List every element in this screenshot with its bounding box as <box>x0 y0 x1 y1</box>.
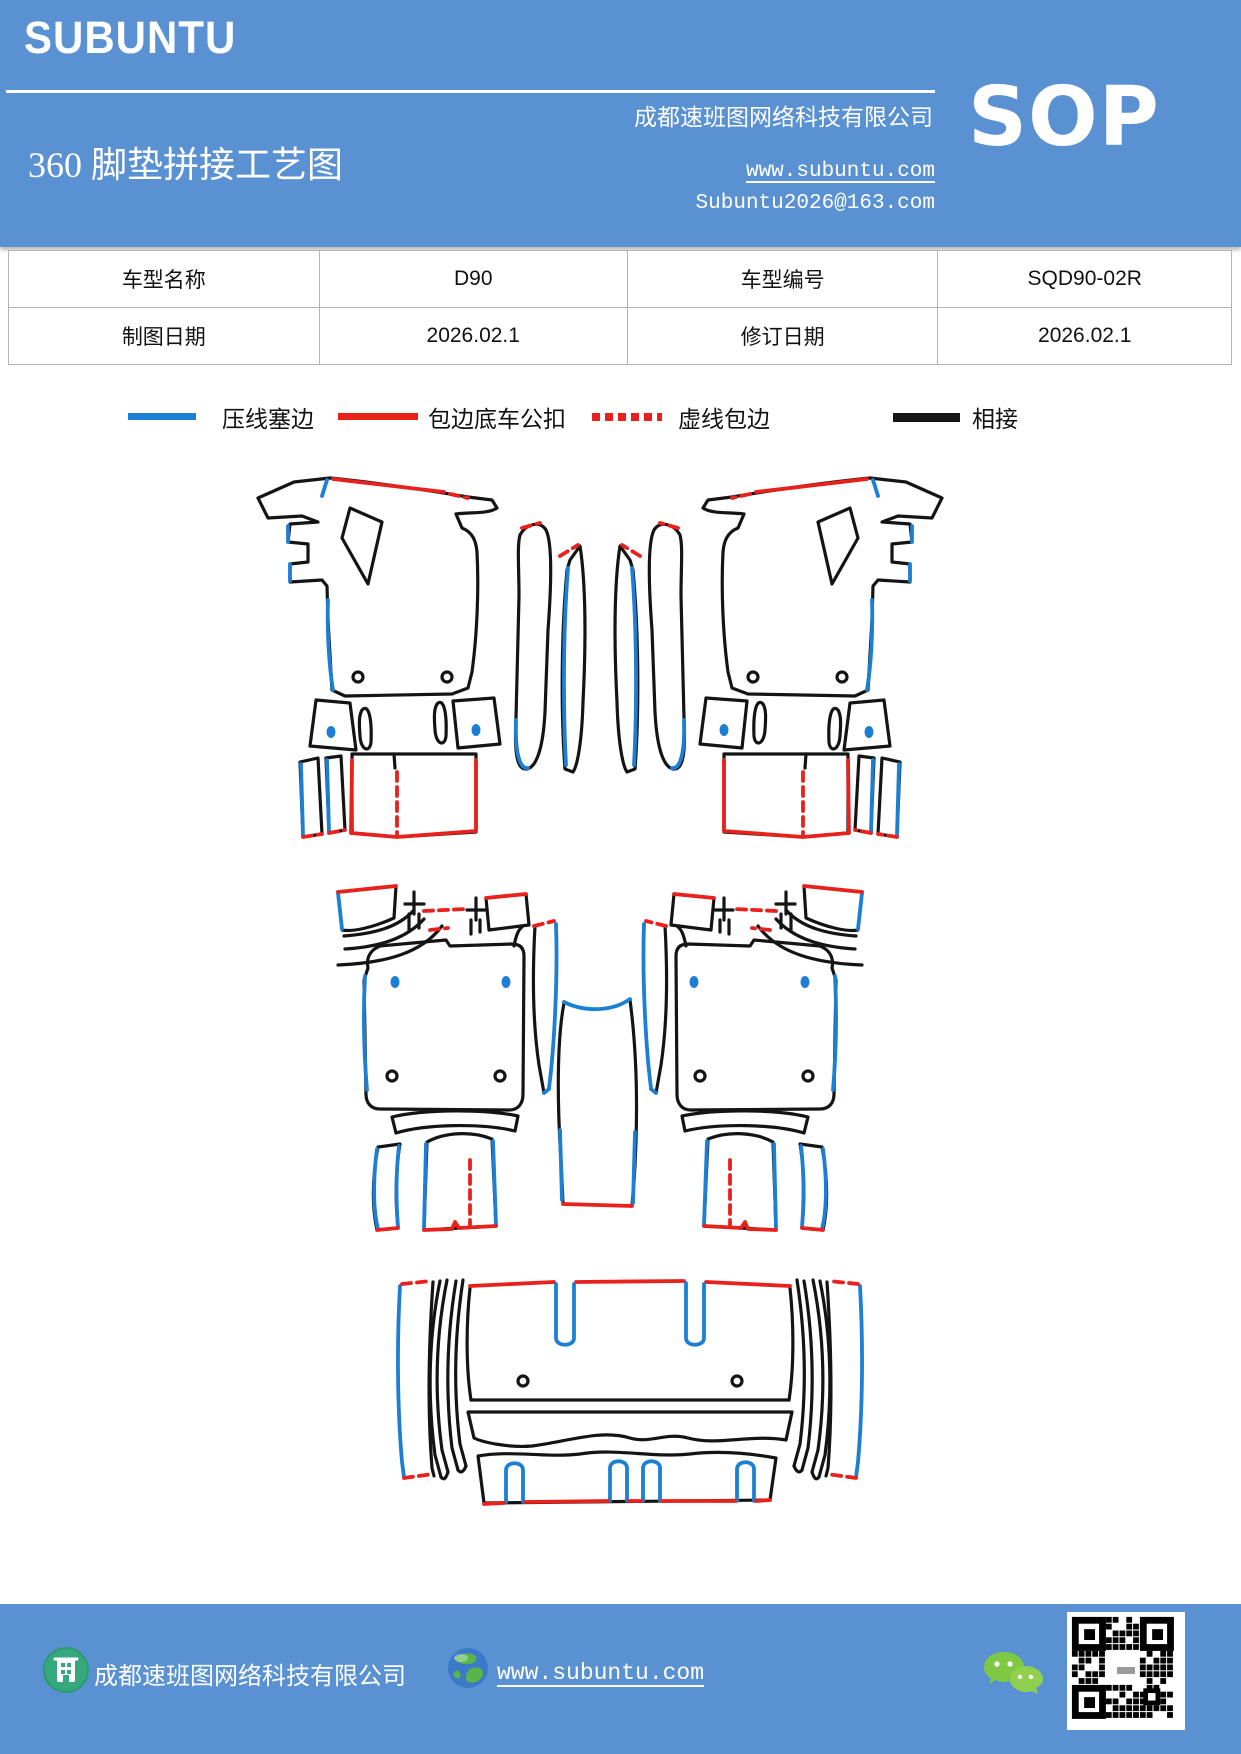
front-right-mat-drawing <box>613 476 944 839</box>
mat-splicing-diagram <box>256 476 944 1506</box>
model-name-value: D90 <box>318 250 628 308</box>
header-website-link[interactable]: www.subuntu.com <box>745 160 935 183</box>
legend-label-wrap-buckle: 包边底车公扣 <box>428 407 566 432</box>
legend-label-dashed-wrap: 虚线包边 <box>678 407 770 432</box>
page-header: SUBUNTU 360 脚垫拼接工艺图 成都速班图网络科技有限公司 www.su… <box>0 0 1241 247</box>
line-legend: 压线塞边 包边底车公扣 虚线包边 相接 <box>0 400 1241 436</box>
front-left-mat-drawing <box>256 476 587 839</box>
trunk-left-side-strips-drawing <box>396 1278 468 1481</box>
table-row: 制图日期 2026.02.1 修订日期 2026.02.1 <box>8 307 1232 365</box>
table-row: 车型名称 D90 车型编号 SQD90-02R <box>8 250 1232 308</box>
doc-type-label: SOP <box>968 70 1160 165</box>
page-footer: 成都速班图网络科技有限公司 www.subuntu.com <box>0 1604 1241 1754</box>
revise-date-value: 2026.02.1 <box>937 307 1232 365</box>
legend-label-press-edge: 压线塞边 <box>222 407 314 432</box>
model-code-label: 车型编号 <box>626 250 939 308</box>
header-company-name: 成都速班图网络科技有限公司 <box>634 105 933 130</box>
legend-blue-line-swatch <box>128 413 196 420</box>
model-code-value: SQD90-02R <box>937 250 1232 308</box>
legend-black-line-swatch <box>893 413 960 422</box>
draw-date-label: 制图日期 <box>8 307 320 365</box>
header-divider <box>6 90 935 93</box>
second-row-right-mat-drawing <box>641 884 864 1232</box>
company-building-icon <box>43 1647 89 1693</box>
draw-date-value: 2026.02.1 <box>318 307 628 365</box>
page-title: 360 脚垫拼接工艺图 <box>28 145 344 185</box>
legend-label-join: 相接 <box>972 407 1018 432</box>
second-row-left-mat-drawing <box>336 884 559 1232</box>
revise-date-label: 修订日期 <box>626 307 939 365</box>
trunk-main-mat-drawing <box>465 1279 795 1506</box>
legend-dashed-line-swatch <box>592 413 662 421</box>
trunk-right-side-strips-drawing <box>792 1278 864 1481</box>
globe-icon <box>448 1648 488 1688</box>
center-console-mat-drawing <box>556 997 639 1208</box>
legend-red-line-swatch <box>338 413 418 420</box>
vehicle-info-table: 车型名称 D90 车型编号 SQD90-02R 制图日期 2026.02.1 修… <box>8 250 1232 365</box>
header-email: Subuntu2026@163.com <box>695 192 935 215</box>
wechat-icon <box>984 1652 1043 1694</box>
brand-logo: SUBUNTU <box>24 12 237 63</box>
footer-company-name: 成都速班图网络科技有限公司 <box>94 1664 406 1690</box>
footer-website-link[interactable]: www.subuntu.com <box>497 1660 705 1686</box>
qr-code <box>1067 1612 1185 1730</box>
model-name-label: 车型名称 <box>8 250 320 308</box>
